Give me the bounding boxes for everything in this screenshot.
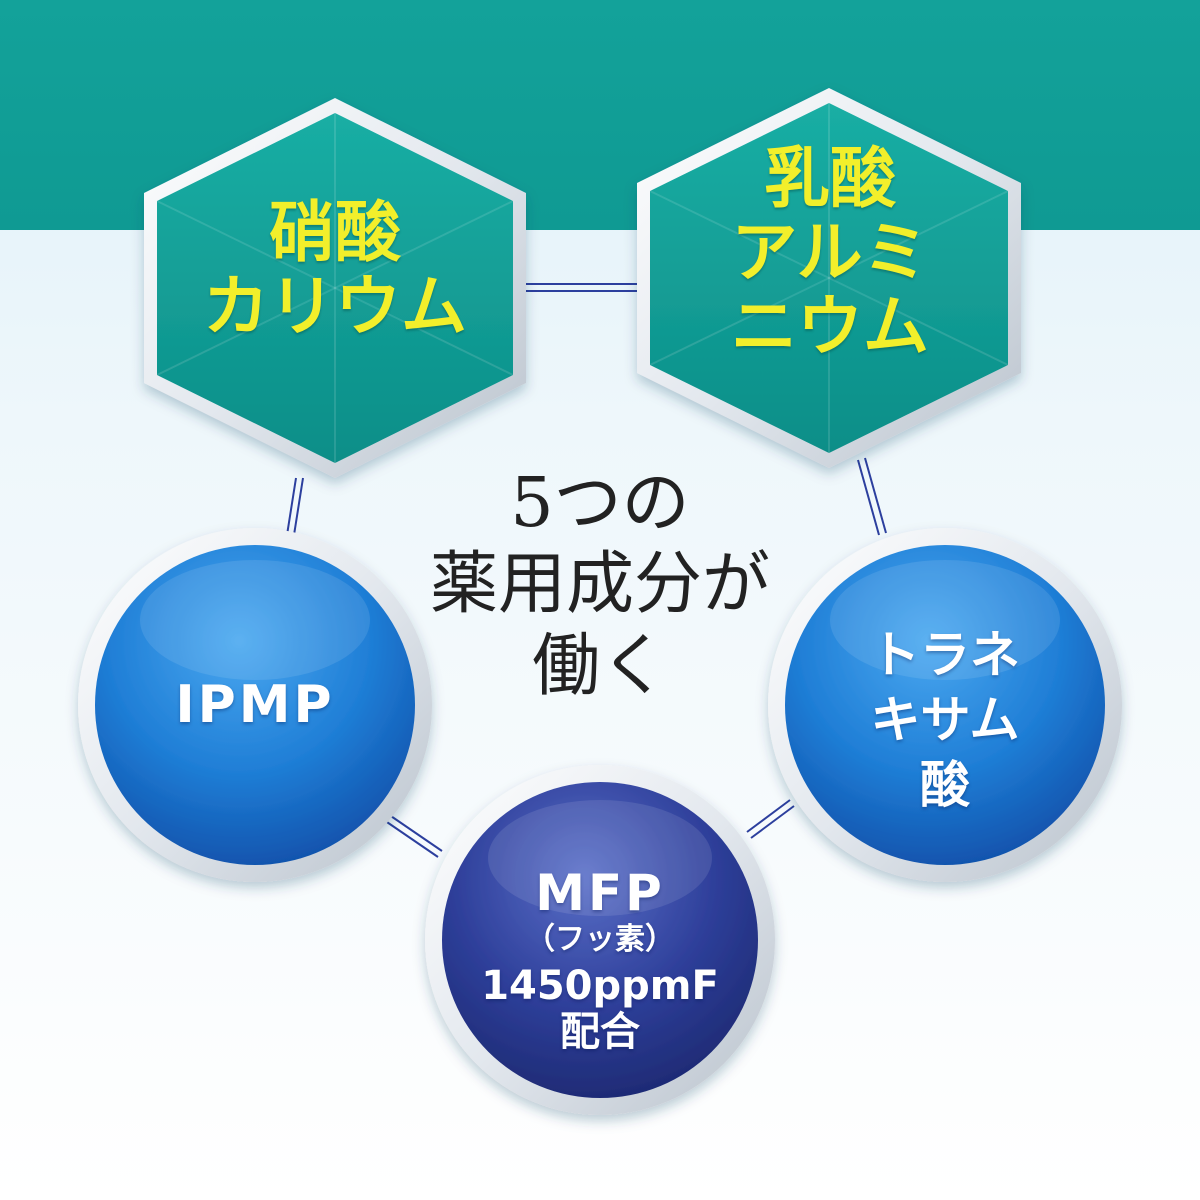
connector-ipmp-mfp-2 xyxy=(380,817,439,858)
center-line-2: 薬用成分が xyxy=(429,545,770,625)
hexagon-potassium-nitrate xyxy=(144,98,526,478)
hexagon-1-line-1: 硝酸 xyxy=(269,194,401,272)
connector-hex1-ipmp-2 xyxy=(293,477,304,536)
mfp-concentration: 1450ppmF xyxy=(481,963,719,1009)
circle-label-ipmp: IPMP xyxy=(115,665,395,745)
connector-mfp-tranexamic-2 xyxy=(750,805,795,839)
connector-hex2-tranexamic xyxy=(857,459,880,536)
circle-ipmp xyxy=(78,528,432,882)
hexagon-aluminum-lactate xyxy=(637,88,1021,468)
hexagon-2-line-2: アルミ xyxy=(731,214,929,292)
connector-hex1-ipmp xyxy=(286,477,297,536)
connector-hex2-tranexamic-2 xyxy=(864,457,887,534)
tranexamic-line-3: 酸 xyxy=(920,755,970,814)
tranexamic-line-1: トラネ xyxy=(870,625,1020,684)
circle-label-tranexamic-acid: トラネ キサム 酸 xyxy=(815,615,1075,825)
mfp-title: MFP xyxy=(535,864,665,922)
connector-lines xyxy=(286,283,887,858)
circle-mfp xyxy=(425,765,775,1115)
hexagon-2-line-3: ニウム xyxy=(731,287,929,365)
center-line-3: 働く xyxy=(531,626,668,706)
hexagon-label-potassium-nitrate: 硝酸 カリウム xyxy=(165,180,505,360)
hexagon-2-line-1: 乳酸 xyxy=(764,140,896,218)
ipmp-text: IPMP xyxy=(175,674,335,735)
center-line-1: 5つの xyxy=(510,463,690,543)
circle-tranexamic-acid xyxy=(768,528,1122,882)
mfp-subtitle: （フッ素） xyxy=(525,921,675,957)
center-heading: 5つの 薬用成分が 働く xyxy=(390,445,810,725)
hexagon-1-line-2: カリウム xyxy=(203,268,467,345)
mfp-formulated: 配合 xyxy=(560,1009,640,1055)
connector-mfp-tranexamic xyxy=(746,799,791,833)
hexagon-label-aluminum-lactate: 乳酸 アルミ ニウム xyxy=(660,128,1000,378)
connector-ipmp-mfp xyxy=(384,811,443,852)
tranexamic-line-2: キサム xyxy=(870,690,1020,749)
circle-label-mfp: MFP （フッ素） 1450ppmF 配合 xyxy=(470,840,730,1080)
